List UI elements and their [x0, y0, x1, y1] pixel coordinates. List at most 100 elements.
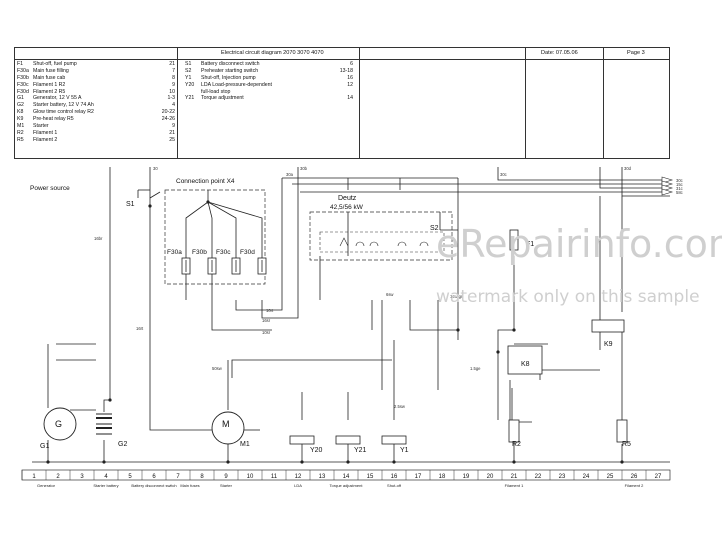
- legend-code: M1: [17, 123, 25, 130]
- starter-m-symbol-letter: M: [222, 419, 230, 429]
- top-terminal-30a: 30a: [286, 172, 294, 177]
- junction-dots: [46, 200, 624, 464]
- switch-s2-label: S2: [430, 225, 439, 232]
- wire-label-3: 16br: [94, 236, 103, 241]
- legend-desc: Torque adjustment: [201, 95, 244, 102]
- legend-ref: 24-26: [161, 116, 175, 123]
- column-number: 18: [439, 474, 446, 480]
- column-number: 12: [295, 474, 302, 480]
- wire-label-2: 10sr: [262, 330, 271, 335]
- solenoid-y1: [381, 435, 407, 445]
- legend-ref: 20-22: [161, 109, 175, 116]
- fuse-f30c-label: F30c: [216, 249, 231, 256]
- battery-g2-symbol: [96, 413, 112, 435]
- column-section-label: Battery disconnect switch: [131, 483, 176, 488]
- wire-label-8: 2.5sw: [394, 404, 406, 409]
- column-number: 14: [343, 474, 350, 480]
- top-terminal-30: 30: [153, 166, 158, 171]
- column-section-label: Starter: [220, 483, 233, 488]
- solenoids: [289, 435, 407, 445]
- column-number: 2: [56, 474, 60, 480]
- legend-code: F30b: [17, 74, 29, 81]
- switch-s1-label: S1: [126, 201, 135, 208]
- column-number: 24: [583, 474, 590, 480]
- solenoid-y20-label: Y20: [310, 447, 323, 454]
- solenoid-y1-label: Y1: [400, 447, 409, 454]
- column-number: 20: [487, 474, 494, 480]
- legend-desc: Starter battery, 12 V 74 Ah: [33, 102, 94, 109]
- legend-desc: Shut-off, fuel pump: [33, 61, 77, 67]
- column-number: 16: [391, 474, 398, 480]
- column-section-label: LDA: [294, 483, 302, 488]
- relay-k9-label: K9: [604, 341, 613, 348]
- legend-ref: 9: [172, 123, 175, 130]
- column-section-label: Filament 2: [625, 483, 644, 488]
- legend-code: Y20: [185, 81, 195, 88]
- top-terminal-30c: 30c: [500, 172, 507, 177]
- legend-row: M1 Starter 9: [17, 123, 175, 130]
- column-number: 13: [319, 474, 326, 480]
- legend-ref: 21: [169, 129, 175, 136]
- legend-desc: Shut-off, Injection pump: [201, 74, 256, 81]
- relay-k8-symbol: [507, 345, 543, 375]
- page-label: Page 3: [627, 50, 645, 56]
- terminal-30c: 30c: [676, 178, 683, 183]
- column-number: 7: [176, 474, 180, 480]
- relay-k9-symbol: [591, 319, 625, 333]
- legend-divider: [359, 48, 360, 158]
- terminal-15c: 15c: [676, 182, 683, 187]
- deutz-engine-box: [309, 211, 453, 261]
- page-divider: [603, 48, 604, 158]
- column-dividers: [21, 470, 647, 480]
- legend-code: Y1: [185, 74, 192, 81]
- column-number: 6: [152, 474, 156, 480]
- legend-code: F30c: [17, 81, 29, 88]
- watermark-sub: watermark only on this sample: [436, 287, 700, 307]
- legend-ref: 7: [172, 67, 175, 74]
- filament-r2-label: R2: [512, 441, 521, 448]
- legend-ref: 14: [347, 95, 353, 102]
- terminal-labels: 30c 15c 31c 58c 30 30a 30b 30c 30d 16sr …: [94, 166, 683, 409]
- filament-r5: [616, 419, 628, 443]
- legend-code: F30d: [17, 88, 29, 95]
- legend-code: G1: [17, 95, 24, 102]
- top-terminal-30b: 30b: [300, 166, 308, 171]
- legend-ref: 16: [347, 74, 353, 81]
- legend-desc: Filament 1 R2: [33, 81, 66, 88]
- legend-desc: Filament 2: [33, 136, 58, 143]
- connection-point-x4-box: [164, 189, 266, 285]
- legend-code: S2: [185, 67, 192, 74]
- legend-desc: Starter: [33, 123, 49, 130]
- column-number: 5: [128, 474, 132, 480]
- filaments: [508, 229, 628, 443]
- solenoid-y21-label: Y21: [354, 447, 367, 454]
- generator-g-symbol-letter: G: [55, 419, 62, 429]
- legend-code: F30a: [17, 67, 29, 74]
- legend-code: R5: [17, 136, 24, 143]
- relay-k8-label: K8: [521, 361, 530, 368]
- column-number: 8: [200, 474, 204, 480]
- power-source-label: Power source: [30, 185, 70, 192]
- legend-desc: Preheater starting switch: [201, 67, 259, 74]
- filament-r5-label: R5: [622, 441, 631, 448]
- column-number: 3: [80, 474, 84, 480]
- legend-code: G2: [17, 102, 24, 109]
- column-number: 25: [607, 474, 614, 480]
- column-number: 1: [32, 474, 36, 480]
- legend-divider: [177, 48, 178, 158]
- column-number: 15: [367, 474, 374, 480]
- legend-ref: 12: [347, 81, 353, 88]
- column-section-label: Torque adjustment: [330, 483, 364, 488]
- column-number: 4: [104, 474, 108, 480]
- legend-row: Y1 Shut-off, Injection pump 16: [185, 75, 353, 82]
